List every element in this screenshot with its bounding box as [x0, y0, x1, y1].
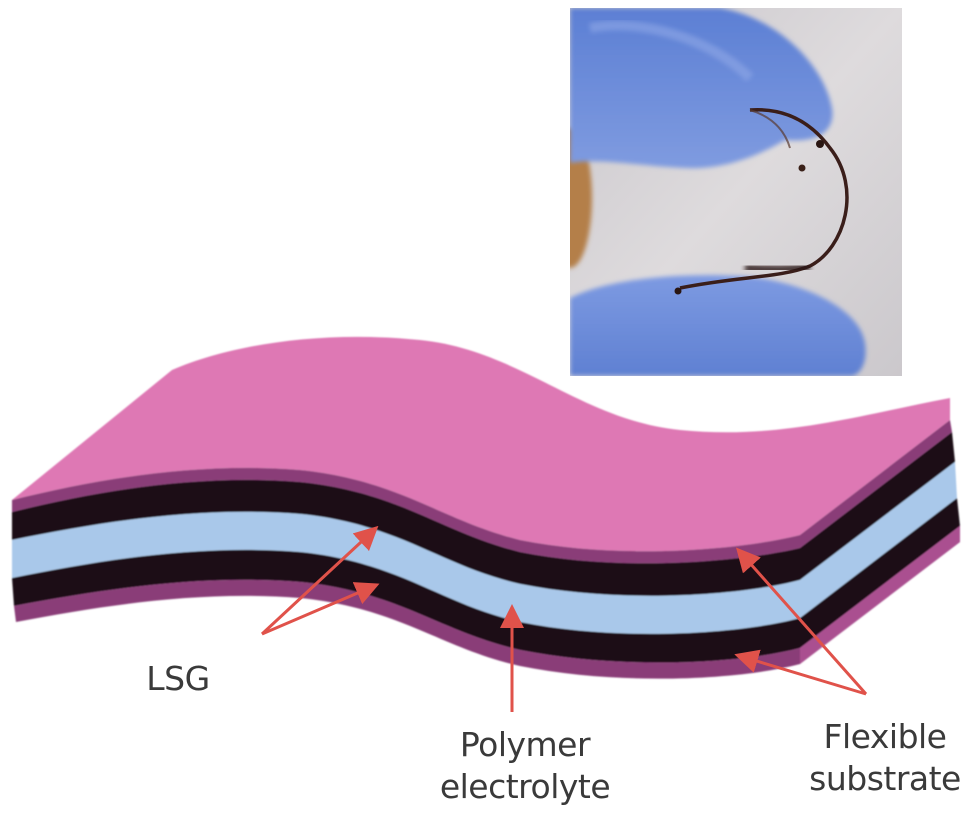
- label-polymer-line2: electrolyte: [439, 767, 611, 806]
- lsg-arrow-top-icon: [260, 525, 379, 636]
- lsg-arrows: [260, 525, 380, 636]
- label-flexible-substrate: Flexible substrate: [790, 716, 980, 800]
- label-flexible-line2: substrate: [809, 759, 961, 798]
- top-substrate-surface: [12, 336, 950, 552]
- label-flexible-line1: Flexible: [823, 717, 948, 756]
- label-polymer-electrolyte: Polymer electrolyte: [410, 724, 640, 808]
- bent-device-photo-illustration: [570, 8, 902, 376]
- label-polymer-line1: Polymer: [459, 725, 591, 764]
- label-lsg-text: LSG: [146, 659, 210, 698]
- lsg-arrow-bottom-icon: [261, 582, 380, 636]
- substrate-arrow-bottom-icon: [734, 649, 867, 696]
- label-lsg: LSG: [128, 658, 228, 700]
- substrate-arrows: [734, 547, 868, 696]
- inset-photo-bent-device: [570, 8, 902, 376]
- substrate-arrow-top-icon: [736, 547, 868, 695]
